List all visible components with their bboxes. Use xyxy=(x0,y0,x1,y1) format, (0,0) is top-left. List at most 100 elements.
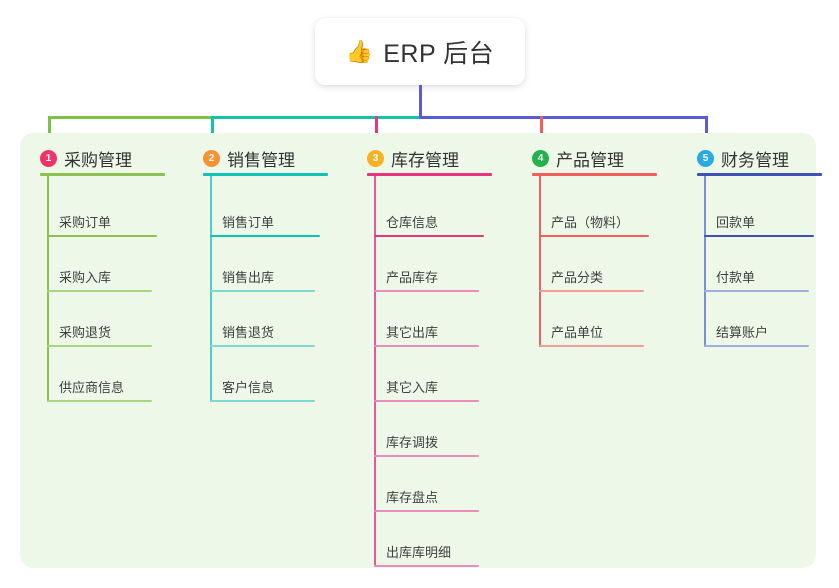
connector-drop-product xyxy=(540,116,543,145)
leaf-node[interactable]: 库存盘点 xyxy=(374,478,479,512)
leaf-node-underline xyxy=(210,345,315,347)
leaf-node-label: 销售订单 xyxy=(222,215,275,230)
connector-trunk xyxy=(419,85,422,119)
leaf-node-label: 库存盘点 xyxy=(386,490,439,505)
connector-bar-teal xyxy=(211,116,422,119)
branch-spine xyxy=(374,176,376,567)
leaf-node-underline xyxy=(47,400,152,402)
leaf-node-label: 产品（物料） xyxy=(551,215,630,230)
leaf-node[interactable]: 销售订单 xyxy=(210,203,320,237)
leaf-node[interactable]: 出库库明细 xyxy=(374,533,479,567)
branch-header-underline xyxy=(367,173,492,176)
leaf-node[interactable]: 产品单位 xyxy=(539,313,644,347)
leaf-node-label: 销售退货 xyxy=(222,325,275,340)
connector-drop-finance xyxy=(705,116,708,145)
root-node-title: ERP 后台 xyxy=(383,39,495,68)
leaf-node[interactable]: 回款单 xyxy=(704,203,814,237)
branch-header-1[interactable]: 1 采购管理 xyxy=(40,146,132,171)
leaf-node[interactable]: 仓库信息 xyxy=(374,203,484,237)
leaf-node-underline xyxy=(704,345,809,347)
branch-title: 财务管理 xyxy=(721,151,789,170)
branch-title: 销售管理 xyxy=(227,151,295,170)
leaf-node-label: 采购订单 xyxy=(59,215,112,230)
leaf-node-label: 仓库信息 xyxy=(386,215,439,230)
leaf-node-underline xyxy=(210,400,315,402)
branch-number-badge: 1 xyxy=(40,150,57,167)
branch-header-2[interactable]: 2 销售管理 xyxy=(203,146,295,171)
branch-header-3[interactable]: 3 库存管理 xyxy=(367,146,459,171)
leaf-node-label: 付款单 xyxy=(716,270,756,285)
branch-title: 产品管理 xyxy=(556,151,624,170)
branch-title: 采购管理 xyxy=(64,151,132,170)
leaf-node-label: 产品单位 xyxy=(551,325,604,340)
leaf-node[interactable]: 其它出库 xyxy=(374,313,479,347)
leaf-node-underline xyxy=(47,345,152,347)
leaf-node-label: 产品库存 xyxy=(386,270,439,285)
leaf-node-underline xyxy=(374,290,479,292)
leaf-node[interactable]: 其它入库 xyxy=(374,368,479,402)
leaf-node-underline xyxy=(704,290,809,292)
branch-header-underline xyxy=(532,173,657,176)
leaf-node[interactable]: 结算账户 xyxy=(704,313,809,347)
leaf-node-underline xyxy=(374,235,484,237)
leaf-node[interactable]: 采购退货 xyxy=(47,313,152,347)
leaf-node[interactable]: 客户信息 xyxy=(210,368,315,402)
branch-spine xyxy=(210,176,212,402)
leaf-node-underline xyxy=(47,290,152,292)
connector-drop-inventory xyxy=(375,116,378,145)
leaf-node[interactable]: 销售出库 xyxy=(210,258,315,292)
connector-drop-sales xyxy=(211,116,214,145)
leaf-node-underline xyxy=(704,235,814,237)
thumbs-up-icon: 👍 xyxy=(345,38,374,64)
branch-spine xyxy=(47,176,49,402)
branch-spine xyxy=(539,176,541,347)
branch-spine xyxy=(704,176,706,347)
leaf-node-underline xyxy=(374,345,479,347)
leaf-node[interactable]: 库存调拨 xyxy=(374,423,479,457)
leaf-node-label: 结算账户 xyxy=(716,325,769,340)
leaf-node-label: 供应商信息 xyxy=(59,380,125,395)
leaf-node-underline xyxy=(539,235,649,237)
leaf-node-underline xyxy=(539,345,644,347)
leaf-node[interactable]: 采购订单 xyxy=(47,203,157,237)
branch-number-badge: 2 xyxy=(203,150,220,167)
leaf-node-label: 出库库明细 xyxy=(386,545,452,560)
leaf-node-label: 采购退货 xyxy=(59,325,112,340)
branch-header-underline xyxy=(40,173,165,176)
leaf-node-label: 销售出库 xyxy=(222,270,275,285)
branch-header-5[interactable]: 5 财务管理 xyxy=(697,146,789,171)
leaf-node[interactable]: 付款单 xyxy=(704,258,809,292)
branch-number-badge: 3 xyxy=(367,150,384,167)
leaf-node-underline xyxy=(374,565,479,567)
root-node-card[interactable]: 👍 ERP 后台 xyxy=(315,18,525,85)
leaf-node[interactable]: 产品（物料） xyxy=(539,203,649,237)
connector-drop-purchasing xyxy=(48,116,51,145)
leaf-node-label: 采购入库 xyxy=(59,270,112,285)
leaf-node-label: 回款单 xyxy=(716,215,756,230)
branch-number-badge: 5 xyxy=(697,150,714,167)
leaf-node[interactable]: 供应商信息 xyxy=(47,368,152,402)
connector-bar-blue xyxy=(419,116,708,119)
leaf-node-label: 其它出库 xyxy=(386,325,439,340)
leaf-node-underline xyxy=(47,235,157,237)
leaf-node-underline xyxy=(210,290,315,292)
branch-header-underline xyxy=(203,173,328,176)
leaf-node-underline xyxy=(374,455,479,457)
leaf-node-underline xyxy=(374,400,479,402)
branch-header-underline xyxy=(697,173,822,176)
leaf-node-label: 其它入库 xyxy=(386,380,439,395)
leaf-node-underline xyxy=(374,510,479,512)
leaf-node-label: 客户信息 xyxy=(222,380,275,395)
connector-bar-green xyxy=(48,116,214,119)
leaf-node[interactable]: 采购入库 xyxy=(47,258,152,292)
leaf-node-label: 产品分类 xyxy=(551,270,604,285)
leaf-node-underline xyxy=(539,290,644,292)
leaf-node[interactable]: 销售退货 xyxy=(210,313,315,347)
leaf-node[interactable]: 产品库存 xyxy=(374,258,479,292)
leaf-node[interactable]: 产品分类 xyxy=(539,258,644,292)
leaf-node-underline xyxy=(210,235,320,237)
branches-panel: 1 采购管理采购订单采购入库采购退货供应商信息 2 销售管理销售订单销售出库销售退货客… xyxy=(20,133,822,568)
leaf-node-label: 库存调拨 xyxy=(386,435,439,450)
branch-title: 库存管理 xyxy=(391,151,459,170)
